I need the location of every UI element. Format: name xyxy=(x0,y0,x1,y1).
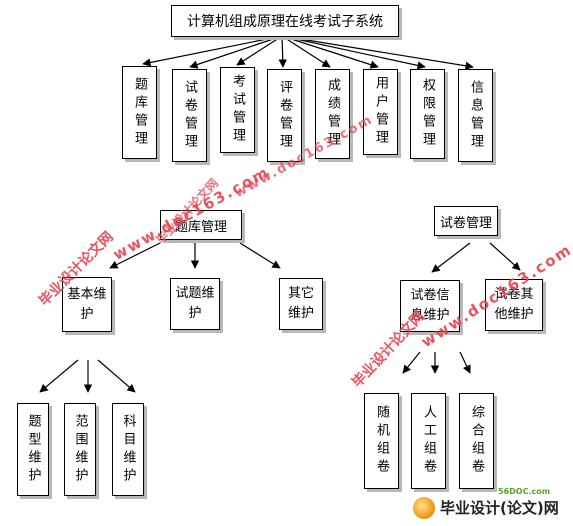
logo-small-text: 56DOC.com xyxy=(498,487,551,496)
paper-info-maintain-node: 试卷信息维护 xyxy=(400,280,460,332)
module-label: 权限管理 xyxy=(420,78,435,150)
module-question-bank: 题库管理 xyxy=(122,66,157,159)
paper-title: 试卷管理 xyxy=(439,215,492,231)
manual-compose-node: 人工组卷 xyxy=(411,393,446,489)
question-maintain-label: 试题维护 xyxy=(175,286,215,321)
basic-maintain-label: 基本维护 xyxy=(67,286,107,322)
type-maintain-node: 题型维护 xyxy=(17,403,49,496)
manual-compose-label: 人工组卷 xyxy=(421,405,436,477)
module-label: 题库管理 xyxy=(132,76,147,149)
subject-maintain-node: 科目维护 xyxy=(112,403,144,496)
module-label: 试卷管理 xyxy=(182,79,197,152)
paper-node: 试卷管理 xyxy=(434,206,498,236)
module-user: 用户管理 xyxy=(363,69,398,155)
question-bank-title: 题库管理 xyxy=(174,219,227,235)
module-score: 成绩管理 xyxy=(315,69,350,159)
random-compose-label: 随机组卷 xyxy=(374,405,389,477)
question-bank-node: 题库管理 xyxy=(160,210,242,240)
scope-maintain-node: 范围维护 xyxy=(64,403,96,496)
module-label: 用户管理 xyxy=(373,76,388,148)
root-title: 计算机组成原理在线考试子系统 xyxy=(187,14,383,30)
module-paper: 试卷管理 xyxy=(172,69,207,162)
basic-maintain-node: 基本维护 xyxy=(62,277,112,332)
other-maintain-label: 其它维护 xyxy=(287,286,314,321)
module-label: 信息管理 xyxy=(468,79,483,152)
paper-other-maintain-node: 试卷其他维护 xyxy=(485,279,543,331)
paper-info-maintain-label: 试卷信息维护 xyxy=(410,288,450,323)
module-grading: 评卷管理 xyxy=(267,69,302,162)
paper-other-maintain-label: 试卷其他维护 xyxy=(494,287,534,322)
question-maintain-node: 试题维护 xyxy=(170,278,220,330)
mixed-compose-label: 综合组卷 xyxy=(469,405,484,477)
module-label: 评卷管理 xyxy=(277,79,292,152)
site-logo-icon xyxy=(413,497,435,519)
type-maintain-label: 题型维护 xyxy=(25,413,41,486)
module-info: 信息管理 xyxy=(458,69,493,162)
random-compose-node: 随机组卷 xyxy=(364,393,399,489)
subject-maintain-label: 科目维护 xyxy=(120,413,136,486)
module-label: 考试管理 xyxy=(230,74,245,146)
root-node: 计算机组成原理在线考试子系统 xyxy=(171,5,399,37)
module-label: 成绩管理 xyxy=(325,78,340,150)
logo-text: 毕业设计(论文)网 xyxy=(440,499,559,517)
other-maintain-node: 其它维护 xyxy=(279,278,323,330)
scope-maintain-label: 范围维护 xyxy=(72,413,88,486)
mixed-compose-node: 综合组卷 xyxy=(459,393,494,489)
module-permission: 权限管理 xyxy=(410,69,445,159)
module-exam: 考试管理 xyxy=(220,67,255,153)
